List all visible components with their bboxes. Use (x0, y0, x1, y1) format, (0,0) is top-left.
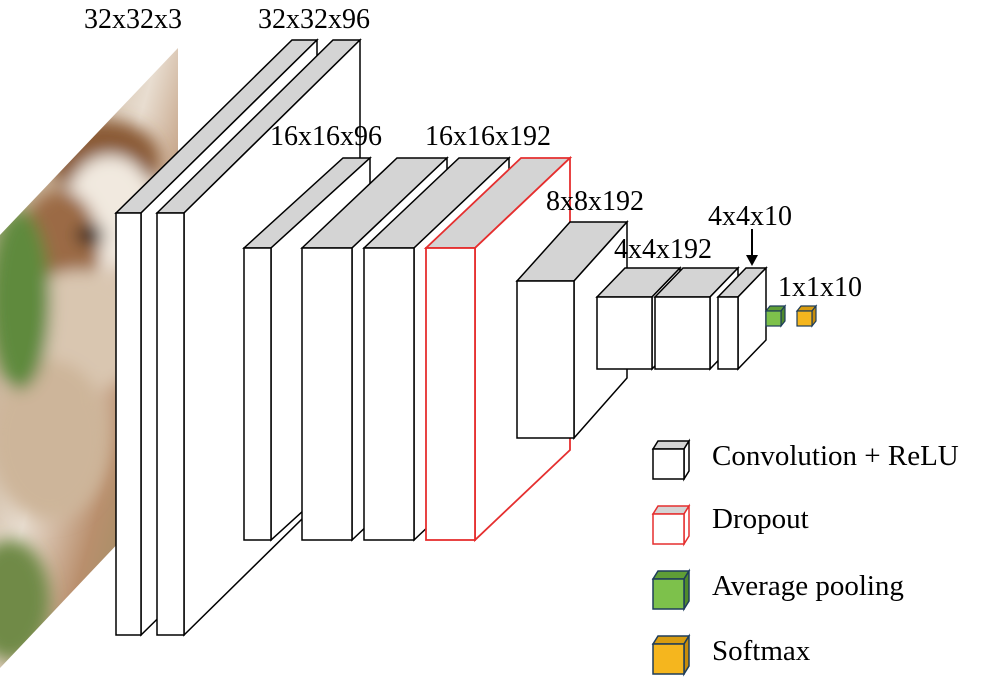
legend-label-softmax: Softmax (712, 635, 811, 667)
cube-icon (651, 568, 691, 612)
conv-block-3a (515, 220, 629, 440)
legend-label-avgpool: Average pooling (712, 570, 904, 602)
label-conv2: 16x16x192 (425, 121, 551, 152)
label-output: 1x1x10 (778, 272, 862, 303)
legend-item-softmax: Softmax (651, 633, 811, 677)
legend-label-dropout: Dropout (712, 503, 809, 535)
label-pool2: 8x8x192 (546, 186, 644, 217)
arrow-down-icon (746, 229, 758, 266)
legend: Convolution + ReLU Dropout Average pooli… (651, 438, 959, 677)
cube-icon (651, 438, 691, 482)
legend-item-dropout: Dropout (651, 503, 809, 547)
label-conv3: 4x4x192 (614, 234, 712, 265)
label-conv1: 32x32x96 (258, 4, 370, 35)
legend-item-avgpool: Average pooling (651, 568, 904, 612)
conv-block-4 (716, 266, 768, 371)
label-conv4: 4x4x10 (708, 201, 792, 232)
label-pool1: 16x16x96 (270, 121, 382, 152)
label-input: 32x32x3 (84, 4, 182, 35)
avg-pool-cube (764, 304, 787, 328)
cube-icon (651, 633, 691, 677)
softmax-cube (795, 304, 818, 328)
legend-item-conv: Convolution + ReLU (651, 438, 959, 482)
cube-icon (651, 503, 691, 547)
legend-label-conv: Convolution + ReLU (712, 440, 959, 472)
